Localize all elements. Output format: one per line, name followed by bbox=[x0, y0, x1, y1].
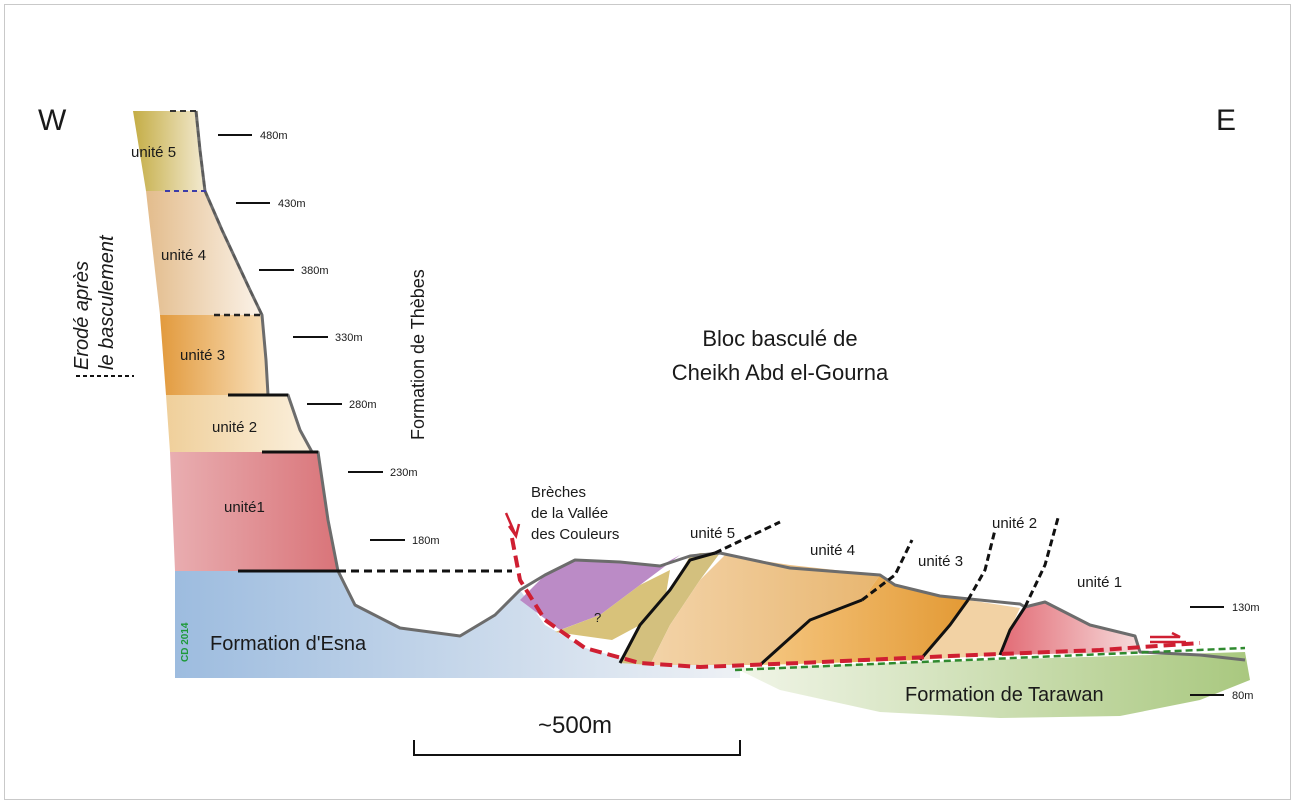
west-unit3-label: unité 3 bbox=[180, 347, 225, 364]
east-unit2-label: unité 2 bbox=[992, 515, 1037, 532]
west-dashed-outline bbox=[194, 110, 264, 316]
east-unit1-block bbox=[1000, 602, 1140, 655]
tarawan-formation-area bbox=[735, 652, 1250, 718]
elev-280: 280m bbox=[349, 399, 377, 411]
west-unit1-label: unité1 bbox=[224, 499, 265, 516]
west-unit5-block bbox=[133, 111, 205, 191]
east-bedding-line-3 bbox=[918, 599, 970, 661]
east-bedding-line-5-dashed bbox=[714, 520, 781, 555]
west-unit2-label: unité 2 bbox=[212, 419, 257, 436]
formation-esna-label: Formation d'Esna bbox=[210, 633, 367, 655]
west-direction-label: W bbox=[38, 104, 67, 137]
east-unit4-label: unité 4 bbox=[810, 542, 855, 559]
east-bedding-line-4-dashed bbox=[861, 539, 914, 602]
west-unit5-label: unité 5 bbox=[131, 144, 176, 161]
breches-line2: de la Vallée bbox=[531, 505, 608, 522]
eroded-label-line2: le basculement bbox=[96, 234, 118, 370]
east-unit5-label: unité 5 bbox=[690, 525, 735, 542]
east-unit5-block bbox=[620, 553, 720, 665]
elev-180: 180m bbox=[412, 535, 440, 547]
elev-430: 430m bbox=[278, 198, 306, 210]
east-bedding-line-2-dashed bbox=[1023, 517, 1060, 608]
east-bedding-line-2 bbox=[998, 606, 1027, 656]
east-bedding-line-3-dashed bbox=[966, 529, 997, 601]
breches-line1: Brèches bbox=[531, 484, 586, 501]
tarawan-top-dashed bbox=[734, 646, 1246, 672]
eroded-label-line1: Erodé après bbox=[71, 261, 93, 370]
west-unit1-block bbox=[170, 452, 338, 571]
detachment-fault bbox=[510, 537, 1201, 670]
scale-bar bbox=[413, 740, 741, 756]
credit-label: CD 2014 bbox=[180, 622, 191, 662]
bloc-title-line1: Bloc basculé de bbox=[702, 326, 857, 351]
west-unit4-block bbox=[146, 191, 262, 315]
west-unit2-block bbox=[166, 395, 312, 452]
elev-80: 80m bbox=[1232, 690, 1253, 702]
bloc-title-line2: Cheikh Abd el-Gourna bbox=[672, 360, 889, 385]
east-unit1-label: unité 1 bbox=[1077, 574, 1122, 591]
question-mark-label: ? bbox=[594, 610, 601, 625]
esna-formation-area bbox=[175, 571, 740, 678]
east-direction-label: E bbox=[1216, 104, 1236, 137]
east-bedding-line-5 bbox=[618, 551, 716, 664]
east-unit3-block bbox=[760, 575, 968, 665]
fault-arrow-west bbox=[504, 512, 521, 539]
east-unit3-label: unité 3 bbox=[918, 553, 963, 570]
formation-tarawan-label: Formation de Tarawan bbox=[905, 684, 1104, 706]
east-unit2-block bbox=[920, 600, 1020, 660]
elev-230: 230m bbox=[390, 467, 418, 479]
formation-thebes-label: Formation de Thèbes bbox=[408, 269, 428, 440]
west-unit4-label: unité 4 bbox=[161, 247, 206, 264]
east-bedding-line-4 bbox=[758, 598, 863, 667]
elev-330: 330m bbox=[335, 332, 363, 344]
elev-380: 380m bbox=[301, 265, 329, 277]
breches-line3: des Couleurs bbox=[531, 526, 619, 543]
elev-480: 480m bbox=[260, 130, 288, 142]
elev-130: 130m bbox=[1232, 602, 1260, 614]
breches-area bbox=[520, 555, 680, 630]
west-unit3-block bbox=[160, 315, 268, 395]
east-unit4-block bbox=[650, 555, 880, 665]
fault-arrow-east bbox=[1150, 631, 1186, 644]
scale-label: ~500m bbox=[538, 712, 612, 739]
